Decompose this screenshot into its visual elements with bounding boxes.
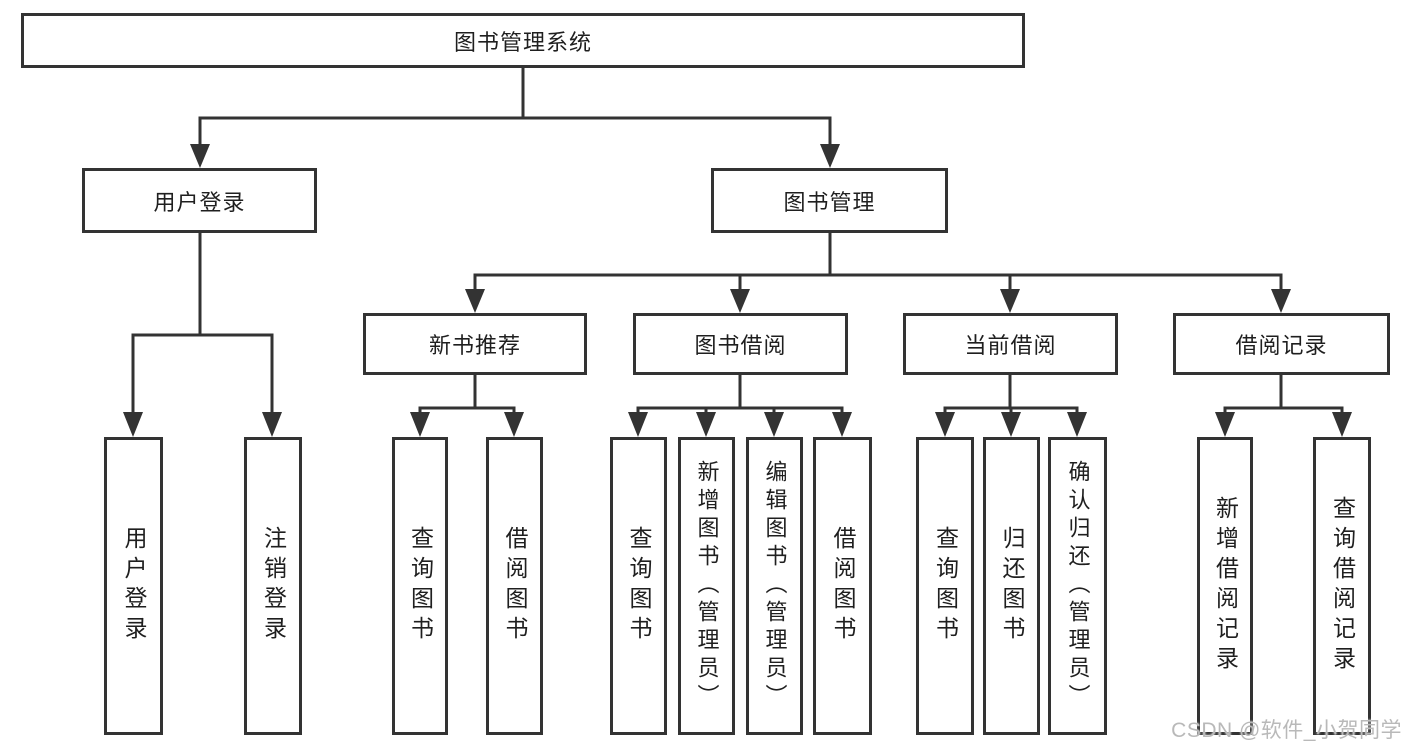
- leaf-borrow-books: 借阅图书: [813, 437, 872, 735]
- node-book-borrow: 图书借阅: [633, 313, 848, 375]
- leaf-user-login: 用户登录: [104, 437, 163, 735]
- leaf-query-books-current: 查询图书: [916, 437, 974, 735]
- node-new-book-recommend: 新书推荐: [363, 313, 587, 375]
- leaf-query-books-recommend: 查询图书: [392, 437, 448, 735]
- node-borrow-records: 借阅记录: [1173, 313, 1390, 375]
- node-library-management-system: 图书管理系统: [21, 13, 1025, 68]
- leaf-confirm-return-admin: 确认归还（管理员）: [1048, 437, 1107, 735]
- leaf-logout: 注销登录: [244, 437, 302, 735]
- node-user-login: 用户登录: [82, 168, 317, 233]
- node-book-management: 图书管理: [711, 168, 948, 233]
- leaf-add-borrow-record: 新增借阅记录: [1197, 437, 1253, 735]
- leaf-return-books: 归还图书: [983, 437, 1040, 735]
- leaf-edit-book-admin: 编辑图书（管理员）: [746, 437, 803, 735]
- leaf-add-book-admin: 新增图书（管理员）: [678, 437, 735, 735]
- leaf-query-borrow-record: 查询借阅记录: [1313, 437, 1371, 735]
- leaf-borrow-books-recommend: 借阅图书: [486, 437, 543, 735]
- csdn-watermark: CSDN @软件_小贺同学: [1171, 719, 1402, 742]
- leaf-query-books-borrow: 查询图书: [610, 437, 667, 735]
- node-current-borrow: 当前借阅: [903, 313, 1118, 375]
